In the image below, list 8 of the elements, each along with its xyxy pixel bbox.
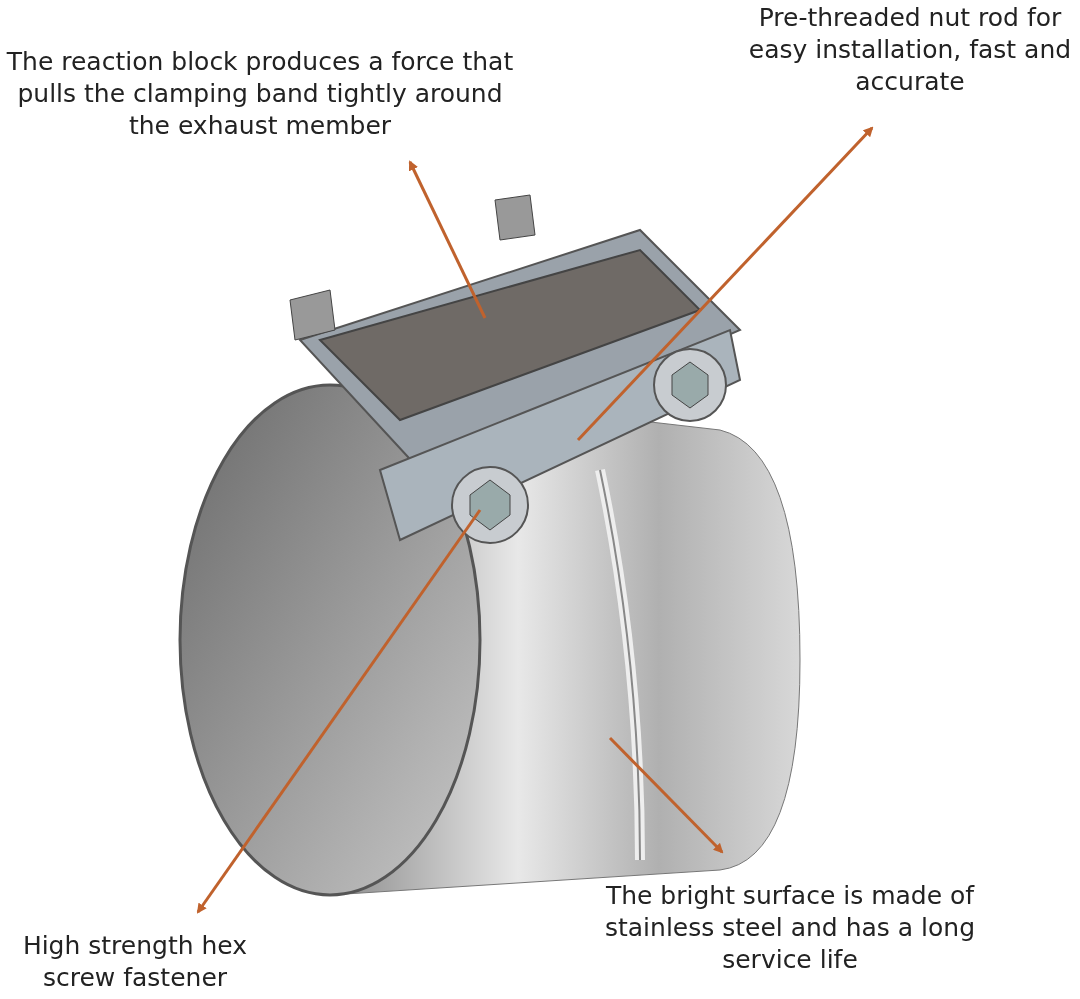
callout-text: The reaction block produces a force that pulls the clamping band tightly around the exhaust member [0, 46, 520, 142]
callout-text: Pre-threaded nut rod for easy installation, fast and accurate [745, 2, 1075, 98]
callout-text: High strength hex screw fastener [0, 930, 270, 994]
callout-text: The bright surface is made of stainless steel and has a long service life [590, 880, 990, 976]
leader-arrow [576, 126, 874, 442]
leader-arrow [196, 509, 482, 914]
leader-arrow [408, 160, 487, 319]
leader-arrow [608, 736, 724, 854]
